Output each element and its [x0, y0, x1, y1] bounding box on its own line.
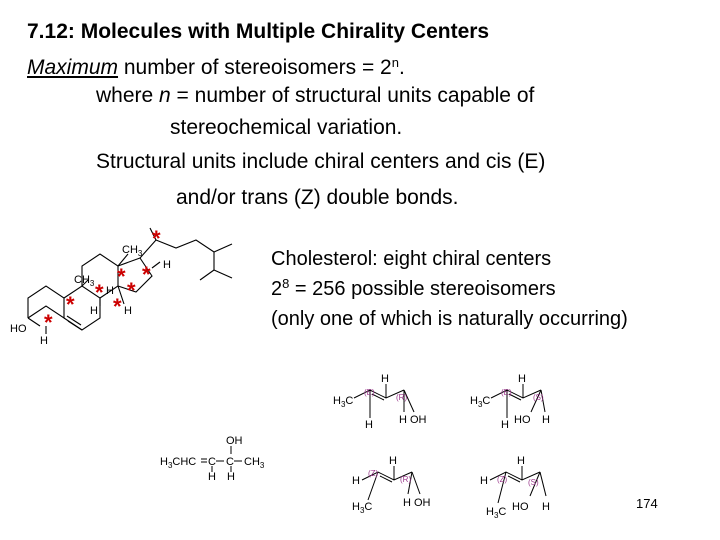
- svg-text:(E): (E): [364, 388, 375, 397]
- svg-text:H: H: [381, 373, 389, 385]
- svg-text:H: H: [518, 373, 526, 385]
- where-var: n: [159, 84, 171, 107]
- cholesterol-line-3: (only one of which is naturally occurrin…: [271, 308, 628, 330]
- where-line: where n = number of structural units cap…: [96, 84, 534, 108]
- chiral-star-c10: *: [66, 292, 75, 317]
- chiral-star-c17: *: [142, 262, 151, 287]
- chol-base: 2: [271, 278, 283, 300]
- chiral-star-c13: *: [117, 264, 126, 289]
- units-line-1: Structural units include chiral centers …: [96, 150, 546, 173]
- svg-text:H3C: H3C: [333, 395, 353, 409]
- main-h2: H: [227, 471, 235, 483]
- ho-label: HO: [10, 323, 27, 335]
- h-label-c3: H: [40, 335, 48, 347]
- h-label-c14: H: [124, 305, 132, 317]
- h-label-c8: H: [106, 285, 114, 297]
- svg-text:HO: HO: [514, 414, 531, 426]
- svg-text:H3C: H3C: [352, 501, 372, 515]
- main-c1: C: [208, 456, 216, 468]
- svg-text:(S): (S): [528, 478, 539, 487]
- chol-exp: 8: [282, 276, 290, 291]
- chiral-star-c8: *: [95, 280, 104, 305]
- main-h1: H: [208, 471, 216, 483]
- svg-text:H3C: H3C: [470, 395, 490, 409]
- max-exponent: n: [391, 55, 399, 70]
- chiral-star-c3: *: [44, 310, 53, 335]
- isomer-e-r: H3C H H H OH (E) (R): [333, 373, 427, 431]
- svg-text:H3C: H3C: [486, 506, 506, 520]
- chiral-star-c14: *: [127, 278, 136, 303]
- svg-text:H: H: [480, 475, 488, 487]
- slide-title: 7.12: Molecules with Multiple Chirality …: [27, 20, 490, 43]
- isomer-z-s: H H3C H HO H (Z) (S): [480, 455, 550, 520]
- svg-text:H: H: [352, 475, 360, 487]
- svg-text:H: H: [517, 455, 525, 467]
- svg-text:H: H: [389, 455, 397, 467]
- svg-text:H: H: [399, 414, 407, 426]
- svg-text:HO: HO: [512, 501, 529, 513]
- where-line-2: stereochemical variation.: [170, 116, 403, 139]
- main-c2: C: [226, 456, 234, 468]
- svg-text:H: H: [501, 419, 509, 431]
- svg-text:H: H: [542, 414, 550, 426]
- svg-text:H: H: [365, 419, 373, 431]
- page-number: 174: [636, 496, 658, 511]
- max-stereoisomers-line: Maximum number of stereoisomers = 2n.: [27, 56, 405, 80]
- svg-text:(R): (R): [400, 475, 411, 484]
- isomer-e-s: H3C H H HO H (E) (S): [470, 373, 550, 431]
- svg-text:(S): (S): [533, 393, 544, 402]
- ch3-label-top: CH3: [122, 244, 143, 258]
- svg-text:H: H: [403, 497, 411, 509]
- h-label-c17: H: [163, 259, 171, 271]
- svg-text:(Z): (Z): [497, 475, 508, 484]
- svg-text:OH: OH: [414, 497, 431, 509]
- chiral-star-c20: *: [152, 226, 161, 251]
- where-rest: = number of structural units capable of: [170, 84, 535, 107]
- svg-text:OH: OH: [410, 414, 427, 426]
- max-end: .: [398, 56, 405, 79]
- max-rest: number of stereoisomers = 2: [118, 56, 392, 79]
- isomer-z-r: H H3C H H OH (Z) (R): [352, 455, 431, 515]
- main-ch3: CH3: [244, 456, 265, 470]
- chiral-star-c9: *: [113, 294, 122, 319]
- h-label-c9: H: [90, 305, 98, 317]
- where-pre: where: [96, 84, 160, 107]
- chol-rest: = 256 possible stereoisomers: [289, 278, 556, 300]
- main-formula: H3CHC: [160, 456, 196, 470]
- maximum-word: Maximum: [27, 56, 119, 79]
- svg-text:H: H: [542, 501, 550, 513]
- cholesterol-line-2: 28 = 256 possible stereoisomers: [271, 277, 556, 301]
- units-line-2: and/or trans (Z) double bonds.: [176, 186, 459, 209]
- svg-text:(R): (R): [396, 393, 407, 402]
- svg-text:(Z): (Z): [368, 469, 379, 478]
- svg-text:(E): (E): [501, 388, 512, 397]
- cholesterol-line-1: Cholesterol: eight chiral centers: [271, 248, 552, 270]
- main-oh: OH: [226, 435, 243, 447]
- ch3-label-left: CH3: [74, 274, 95, 288]
